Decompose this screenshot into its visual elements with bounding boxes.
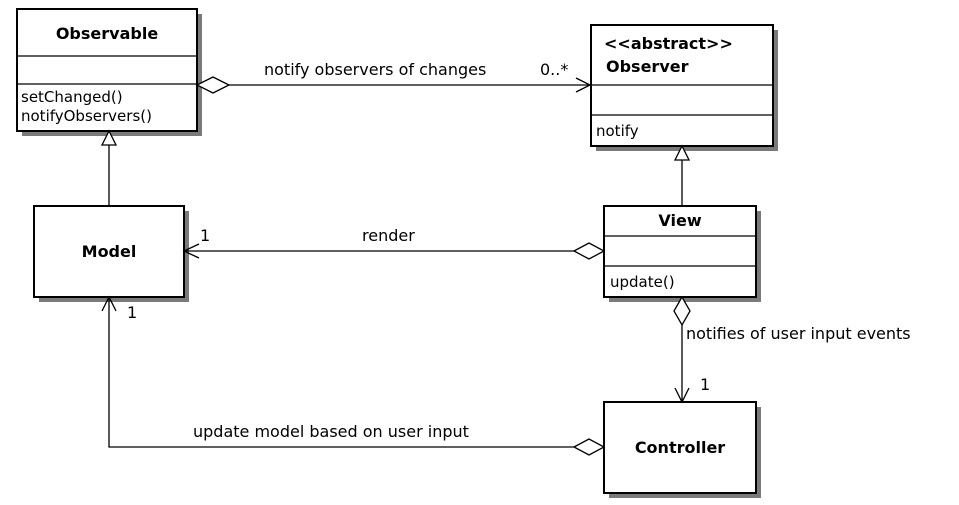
navigability-arrow [575,77,592,93]
class-observable[interactable]: Observable setChanged() notifyObservers(… [16,8,202,136]
aggregation-diamond [572,242,606,260]
method-update: update() [610,273,675,291]
class-model-name: Model [82,242,137,261]
relation-label-render: render [362,226,415,245]
multiplicity-model-update: 1 [127,303,137,322]
relation-controller-model[interactable]: update model based on user input 1 [101,295,606,456]
navigability-arrow [101,295,117,312]
relation-label-notify-observers: notify observers of changes [264,60,486,79]
class-observer[interactable]: <<abstract>> Observer notify [590,24,778,151]
relation-label-notifies-input: notifies of user input events [686,324,911,343]
method-notifyobservers: notifyObservers() [21,107,152,125]
class-controller[interactable]: Controller [603,401,761,498]
method-setchanged: setChanged() [21,88,123,106]
generalization-triangle [100,129,118,146]
generalization-model-observable[interactable] [100,129,118,206]
aggregation-diamond [572,438,606,456]
class-view-name: View [658,211,701,230]
relation-view-model[interactable]: render 1 [182,226,606,260]
class-observable-name: Observable [56,24,158,43]
class-view[interactable]: View update() [603,205,761,302]
navigability-arrow [182,243,200,259]
aggregation-diamond [673,295,691,327]
multiplicity-observers: 0..* [540,60,568,79]
method-notify: notify [596,122,639,140]
multiplicity-model-render: 1 [200,226,210,245]
navigability-arrow [674,387,690,404]
relation-view-controller[interactable]: notifies of user input events 1 [673,295,911,404]
relation-label-update-model: update model based on user input [193,422,469,441]
generalization-view-observer[interactable] [673,144,691,206]
multiplicity-controller: 1 [700,375,710,394]
class-observer-stereotype: <<abstract>> [604,34,733,53]
generalization-triangle [673,144,691,161]
relation-observable-observer[interactable]: notify observers of changes 0..* [195,60,592,94]
class-model[interactable]: Model [33,205,189,302]
aggregation-diamond [195,76,231,94]
class-observer-name: Observer [606,57,689,76]
class-controller-name: Controller [635,438,725,457]
